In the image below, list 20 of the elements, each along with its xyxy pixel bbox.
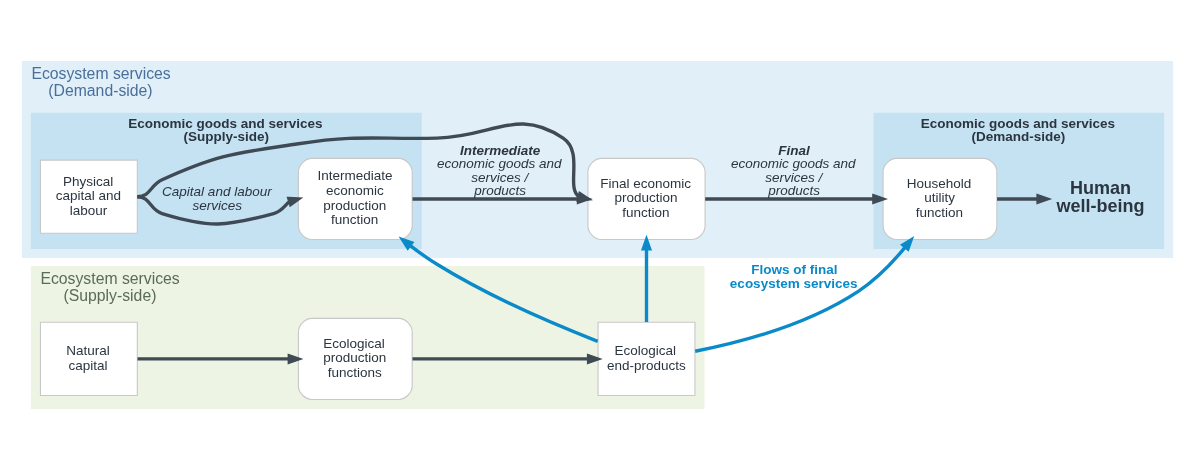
arrow <box>398 236 599 343</box>
node-box: Ecological production functions <box>297 317 413 400</box>
node-text: Human well-being <box>1056 177 1145 216</box>
node-box: Natural capital <box>39 321 138 396</box>
node-box: Household utility function <box>882 157 998 240</box>
arrow <box>412 352 603 364</box>
edge-label: Final economic goods and services / products <box>730 142 856 198</box>
node-box: Final economic production function <box>587 157 706 240</box>
arrow <box>694 235 915 353</box>
arrow <box>640 234 653 322</box>
node-box: Intermediate economic production function <box>297 157 413 240</box>
edge-label: Capital and labour services <box>162 183 272 213</box>
edge-label: Flows of final ecosystem services <box>729 261 858 290</box>
edge-label: Intermediate economic goods and services / products <box>436 142 562 198</box>
arrow <box>137 194 304 226</box>
arrow <box>997 192 1053 204</box>
node-box: Ecological end-products <box>597 321 696 396</box>
node-box: Physical capital and labour <box>39 159 138 234</box>
arrow <box>705 192 888 204</box>
arrow <box>137 352 304 364</box>
